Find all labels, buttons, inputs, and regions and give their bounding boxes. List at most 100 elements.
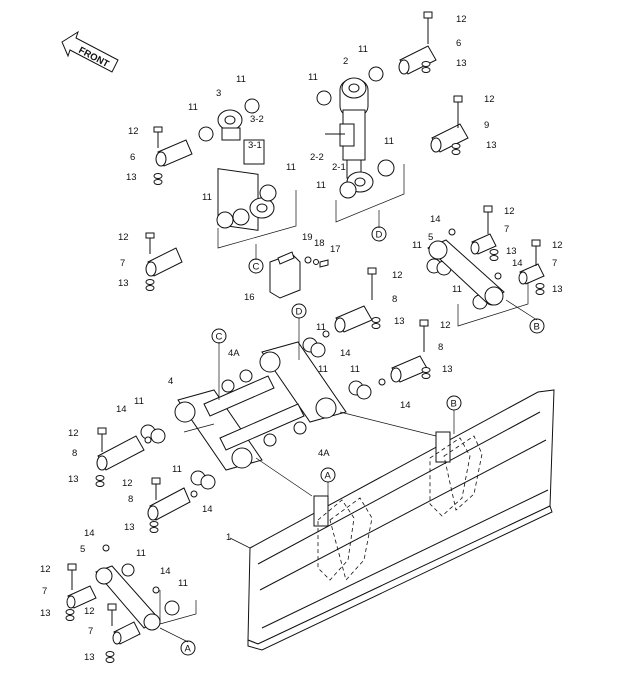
bucket-1 bbox=[247, 389, 555, 651]
bolt-12-b2 bbox=[531, 239, 541, 266]
label-12-c: 12 bbox=[128, 126, 139, 137]
label-3-2: 3-2 bbox=[250, 114, 264, 125]
label-14-b: 14 bbox=[512, 258, 523, 269]
link-5-a bbox=[95, 565, 161, 631]
label-13-k: 13 bbox=[40, 608, 51, 619]
label-19: 19 bbox=[302, 232, 313, 243]
bolt-12-a2 bbox=[107, 603, 117, 626]
pin-6-left bbox=[155, 139, 193, 167]
label-11-l: 11 bbox=[318, 364, 328, 375]
label-7-b: 7 bbox=[504, 224, 509, 235]
grease-fittings bbox=[102, 228, 502, 594]
ref-a-bottom: A bbox=[185, 644, 192, 655]
reference-markers: C D B C D B A A bbox=[180, 226, 545, 656]
pin-8-mid bbox=[334, 305, 373, 333]
label-12-a: 12 bbox=[456, 14, 467, 25]
pin-7-left bbox=[145, 247, 183, 277]
label-12-f: 12 bbox=[552, 240, 563, 251]
pin-7-a bbox=[66, 585, 97, 609]
pin-6-top bbox=[398, 45, 437, 75]
label-6-a: 6 bbox=[456, 38, 461, 49]
right-cylinder bbox=[325, 77, 374, 193]
label-14-f: 14 bbox=[202, 504, 213, 515]
label-11-f: 11 bbox=[188, 102, 198, 113]
label-5-a: 5 bbox=[428, 232, 433, 243]
leader-lines bbox=[159, 164, 538, 643]
label-11-o: 11 bbox=[172, 464, 182, 475]
label-6-b: 6 bbox=[130, 152, 135, 163]
label-11-d: 11 bbox=[316, 180, 326, 191]
label-11-h: 11 bbox=[202, 192, 212, 203]
label-16: 16 bbox=[244, 292, 255, 303]
label-12-e: 12 bbox=[504, 206, 515, 217]
washers bbox=[65, 61, 545, 663]
label-4a-b: 4A bbox=[318, 448, 330, 459]
label-8-a: 8 bbox=[392, 294, 397, 305]
label-12-j: 12 bbox=[122, 478, 133, 489]
label-14-e: 14 bbox=[116, 404, 127, 415]
bolt-12-l8 bbox=[97, 427, 107, 452]
label-13-e: 13 bbox=[506, 246, 517, 257]
label-11-q: 11 bbox=[178, 578, 188, 589]
seals bbox=[121, 66, 500, 616]
pin-8-left bbox=[96, 435, 145, 471]
bolt-12-left6 bbox=[153, 126, 163, 148]
bolts bbox=[67, 11, 541, 626]
bolt-12-mid bbox=[367, 267, 377, 300]
label-1: 1 bbox=[226, 532, 231, 543]
bracket-16 bbox=[269, 251, 301, 299]
callout-labels: 12 6 13 11 2 11 12 9 13 11 2-2 2-1 11 11… bbox=[40, 14, 563, 663]
label-11-a: 11 bbox=[358, 44, 368, 55]
label-11-e: 11 bbox=[236, 74, 246, 85]
bolt-12-top bbox=[423, 11, 433, 44]
label-12-g: 12 bbox=[392, 270, 403, 281]
link-assembly-4 bbox=[174, 341, 347, 471]
label-8-b: 8 bbox=[438, 342, 443, 353]
label-11-n: 11 bbox=[134, 396, 144, 407]
label-2: 2 bbox=[343, 56, 348, 67]
label-13-d: 13 bbox=[118, 278, 129, 289]
label-18: 18 bbox=[314, 238, 325, 249]
label-13-h: 13 bbox=[442, 364, 453, 375]
pin-8-lower bbox=[147, 487, 191, 521]
pin-9 bbox=[430, 123, 469, 153]
ref-c-top: C bbox=[253, 262, 260, 273]
label-11-p: 11 bbox=[136, 548, 146, 559]
bolt-12-mid2 bbox=[419, 319, 429, 352]
label-7-e: 7 bbox=[88, 626, 93, 637]
label-11-k: 11 bbox=[316, 322, 326, 333]
label-8-c: 8 bbox=[72, 448, 77, 459]
ref-b-bucket: B bbox=[451, 399, 457, 410]
label-11-b: 11 bbox=[308, 72, 318, 83]
pin-7-b bbox=[470, 233, 497, 255]
ref-d-mid: D bbox=[296, 307, 303, 318]
bolt-12-right bbox=[453, 95, 463, 128]
label-13-f: 13 bbox=[552, 284, 563, 295]
label-8-d: 8 bbox=[128, 494, 133, 505]
label-14-d: 14 bbox=[400, 400, 411, 411]
bolt-12-left7 bbox=[145, 232, 155, 254]
label-12-h: 12 bbox=[440, 320, 451, 331]
label-2-2: 2-2 bbox=[310, 152, 324, 163]
pin-7-b2 bbox=[518, 263, 545, 285]
pin-7-a2 bbox=[112, 621, 141, 645]
ref-a-bucket: A bbox=[325, 471, 332, 482]
label-11-j: 11 bbox=[452, 284, 462, 295]
label-7-a: 7 bbox=[120, 258, 125, 269]
bolt-12-l8b bbox=[151, 477, 161, 500]
label-3-1: 3-1 bbox=[248, 140, 262, 151]
label-14-c: 14 bbox=[340, 348, 351, 359]
ref-d-top: D bbox=[376, 230, 383, 241]
front-direction-arrow: FRONT bbox=[61, 30, 119, 73]
label-9: 9 bbox=[484, 120, 489, 131]
label-14-g: 14 bbox=[84, 528, 95, 539]
label-13-j: 13 bbox=[124, 522, 135, 533]
label-4a-a: 4A bbox=[228, 348, 240, 359]
label-7-d: 7 bbox=[42, 586, 47, 597]
label-13-l: 13 bbox=[84, 652, 95, 663]
label-12-l: 12 bbox=[84, 606, 95, 617]
label-11-c: 11 bbox=[384, 136, 394, 147]
label-14-h: 14 bbox=[160, 566, 171, 577]
label-13-c: 13 bbox=[126, 172, 137, 183]
